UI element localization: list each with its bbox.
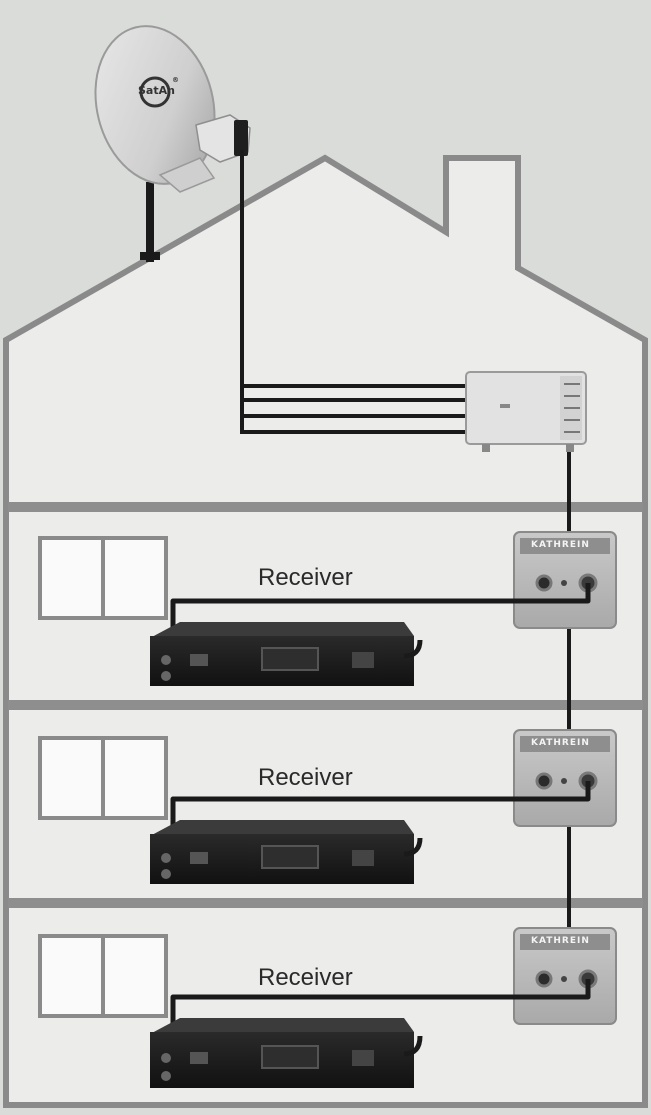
floor-divider-3	[8, 898, 643, 908]
socket-brand-floor-2: KATHREIN	[531, 738, 590, 748]
wall-socket-floor-2	[513, 729, 617, 827]
lnb-feed-cables	[240, 150, 470, 434]
window-floor-3	[38, 934, 168, 1018]
receiver-box-floor-1	[150, 622, 423, 686]
receiver-label-floor-1: Receiver	[258, 564, 353, 591]
receiver-label-floor-3: Receiver	[258, 964, 353, 991]
receiver-label-floor-2: Receiver	[258, 764, 353, 791]
receiver-box-floor-2	[150, 820, 423, 884]
window-floor-2	[38, 736, 168, 820]
multiswitch	[465, 371, 587, 452]
wall-socket-floor-3	[513, 927, 617, 1025]
dish-mast	[140, 182, 160, 262]
socket-brand-floor-1: KATHREIN	[531, 540, 590, 550]
satellite-dish	[94, 25, 251, 193]
socket-brand-floor-3: KATHREIN	[531, 936, 590, 946]
receiver-box-floor-3	[150, 1018, 423, 1088]
window-floor-1	[38, 536, 168, 620]
dish-logo-mark: ®	[172, 76, 179, 84]
dish-logo-text: SatAn	[138, 84, 175, 97]
floor-divider-1	[8, 502, 643, 512]
wall-socket-floor-1	[513, 531, 617, 629]
floor-divider-2	[8, 700, 643, 710]
